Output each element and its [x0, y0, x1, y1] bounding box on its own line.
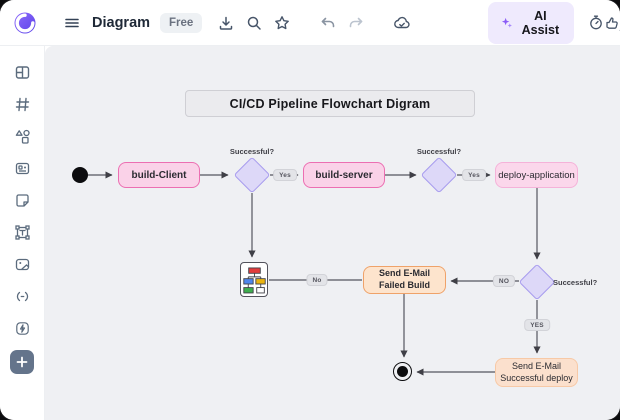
node-deploy-application[interactable]: deploy-application [495, 162, 578, 188]
favorite-button[interactable] [268, 9, 296, 37]
node-build-server[interactable]: build-server [303, 162, 385, 188]
download-icon [220, 16, 233, 30]
end-node-dot [397, 366, 408, 377]
sidebar-item-actions[interactable] [8, 314, 36, 342]
stopwatch-icon [589, 15, 602, 30]
decision2-label: Successful? [416, 147, 462, 156]
ai-assist-label: AI Assist [521, 8, 560, 37]
org-chart-icon [242, 267, 266, 293]
plan-badge: Free [160, 12, 203, 33]
edge-label-no-1[interactable]: No [306, 274, 328, 286]
plus-icon [16, 356, 28, 368]
cloud-sync-button[interactable] [388, 9, 416, 37]
search-icon [248, 16, 262, 30]
sidebar-item-shapes[interactable] [8, 122, 36, 150]
logo-icon [14, 12, 36, 33]
sidebar-item-text[interactable] [8, 218, 36, 246]
org-chart-node[interactable] [240, 262, 268, 297]
node-label-line: Successful deploy [500, 372, 573, 383]
tools-sidebar [0, 46, 45, 420]
sidebar-item-image[interactable] [8, 250, 36, 278]
feedback-icon-group[interactable] [588, 14, 620, 31]
redo-icon [350, 17, 363, 27]
text-box-icon [14, 224, 30, 240]
sidebar-item-grid[interactable] [8, 90, 36, 118]
hamburger-icon [65, 18, 79, 27]
components-icon [15, 162, 29, 174]
sidebar-item-sticky-note[interactable] [8, 186, 36, 214]
thumbs-up-icon [606, 17, 618, 29]
node-label-line: Send E-Mail [378, 268, 430, 279]
edge-label-yes-1[interactable]: Yes [273, 169, 297, 181]
search-button[interactable] [240, 9, 268, 37]
diagram-title-box[interactable]: CI/CD Pipeline Flowchart Digram [185, 90, 475, 117]
edge-label-yes-2[interactable]: Yes [462, 169, 486, 181]
sidebar-item-layout[interactable] [8, 58, 36, 86]
node-send-email-success[interactable]: Send E-Mail Successful deploy [495, 358, 578, 387]
shapes-icon [15, 129, 30, 144]
node-label-line: Send E-Mail [511, 360, 562, 371]
decision3-label: Successful? [553, 278, 598, 287]
app-logo[interactable] [10, 8, 40, 38]
layout-panels-icon [15, 65, 29, 79]
undo-icon [322, 17, 335, 27]
sidebar-item-components[interactable] [8, 154, 36, 182]
ai-assist-button[interactable]: AI Assist [488, 1, 574, 44]
sidebar-item-embed[interactable] [8, 282, 36, 310]
sparkle-icon [502, 17, 513, 28]
toolbar: Diagram Free [0, 0, 620, 46]
decision1-label: Successful? [229, 147, 275, 156]
sticky-note-icon [15, 193, 29, 207]
lightning-icon [15, 321, 29, 335]
cloud-icon [394, 16, 410, 28]
edge-label-no-2[interactable]: NO [492, 275, 516, 287]
node-label-line: Failed Build [378, 280, 430, 290]
embed-code-icon [16, 291, 28, 301]
document-title: Diagram [92, 14, 151, 31]
image-icon [15, 258, 29, 270]
undo-button[interactable] [314, 9, 342, 37]
sidebar-item-add[interactable] [10, 350, 34, 374]
menu-button[interactable] [58, 9, 86, 37]
edge-label-yes-3[interactable]: YES [524, 319, 550, 331]
grid-icon [15, 97, 29, 111]
node-build-client[interactable]: build-Client [118, 162, 200, 188]
star-icon [275, 15, 290, 29]
start-node[interactable] [72, 167, 88, 183]
node-send-email-failed[interactable]: Send E-Mail Failed Build [363, 266, 446, 294]
redo-button[interactable] [342, 9, 370, 37]
end-node[interactable] [393, 362, 412, 381]
download-button[interactable] [212, 9, 240, 37]
diagram-canvas[interactable]: CI/CD Pipeline Flowchart Digram build-Cl… [45, 46, 620, 420]
